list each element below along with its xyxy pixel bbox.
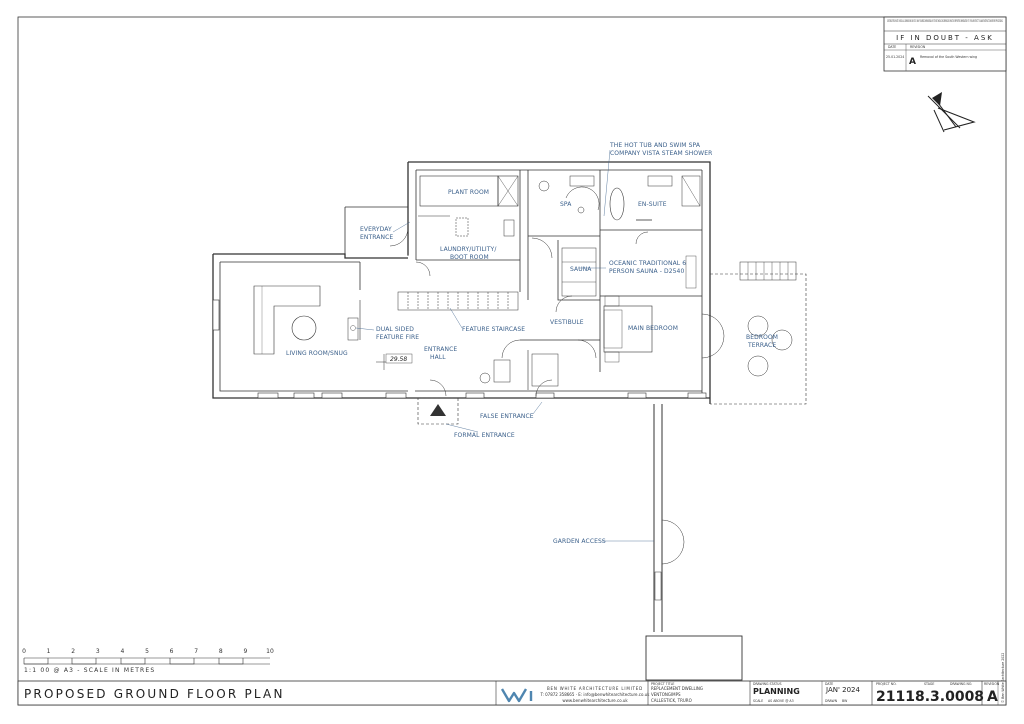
project-line-2: VENTONGIMPS	[651, 692, 681, 697]
rev-letter: A	[909, 57, 916, 67]
label-formal-entrance: FORMAL ENTRANCE	[454, 432, 515, 439]
company-web: www.benwhitearchitecture.co.uk	[562, 698, 628, 703]
scale-tick-label: 0	[22, 648, 26, 655]
north-arrow-icon	[927, 92, 976, 133]
scale-tick-label: 10	[266, 648, 274, 655]
revision-header: REVISION	[984, 682, 1000, 686]
rev-revision-header: REVISION	[910, 45, 926, 49]
scale-bar: 0 1 2 3 4 5 6 7 8 9 10 1:1 00 @ A3 - SCALE IN METR…	[22, 648, 274, 674]
label-laundry: LAUNDRY/UTILITY/ BOOT ROOM	[440, 246, 498, 261]
label-en-suite: EN-SUITE	[638, 201, 667, 208]
leader-lines	[355, 149, 654, 542]
rev-date-header: DATE	[888, 45, 896, 49]
project-header: PROJECT TITLE	[651, 682, 674, 686]
label-entrance-hall: ENTRANCE HALL	[424, 346, 459, 361]
label-spa: SPA	[560, 201, 572, 208]
label-sauna: SAUNA	[570, 266, 592, 273]
level-marker: 29.58	[390, 356, 407, 363]
scale-tick-label: 5	[145, 648, 149, 655]
drawing-no-header: DRAWING NO.	[950, 682, 972, 686]
scale-tick-label: 4	[120, 648, 124, 655]
title-strip: PROPOSED GROUND FLOOR PLAN BEN WHITE ARC…	[17, 653, 1007, 706]
contractor-note: CONTRACTORS MUST CHECK ALL DIMENSIONS ON…	[887, 19, 1003, 23]
scale-tick-label: 2	[71, 648, 75, 655]
scale-tick-label: 9	[243, 648, 247, 655]
drawn-header: DRAWN	[825, 699, 838, 703]
scale-tick-label: 3	[96, 648, 100, 655]
drawing-status: PLANNING	[753, 687, 800, 696]
date-header: DATE	[825, 682, 833, 686]
label-dual-fire: DUAL SIDED FEATURE FIRE	[376, 326, 419, 341]
label-everyday-entrance: EVERYDAY ENTRANCE	[360, 226, 394, 241]
label-hot-tub: THE HOT TUB AND SWIM SPA COMPANY VISTA S…	[609, 142, 712, 157]
label-plant-room: PLANT ROOM	[448, 189, 489, 196]
drawing-title: PROPOSED GROUND FLOOR PLAN	[24, 687, 285, 701]
scale-tick-label: 6	[170, 648, 174, 655]
scale-note: 1:1 00 @ A3 - SCALE IN METRES	[24, 667, 155, 674]
rev-date: 25.01.2024	[886, 55, 904, 59]
label-main-bedroom: MAIN BEDROOM	[628, 325, 678, 332]
label-vestibule: VESTIBULE	[550, 319, 584, 326]
label-bedroom-terrace: BEDROOM TERRACE	[746, 334, 780, 349]
scale-value: AS ABOVE @ A3	[768, 699, 794, 703]
revision-letter: A	[987, 689, 998, 705]
scale-tick-label: 1	[47, 648, 51, 655]
label-garden-access: GARDEN ACCESS	[553, 538, 606, 545]
drawing-number: 21118.3.0008	[876, 689, 984, 705]
project-no-header: PROJECT NO.	[876, 682, 897, 686]
company-name: BEN WHITE ARCHITECTURE LIMITED	[547, 686, 643, 691]
revision-box: CONTRACTORS MUST CHECK ALL DIMENSIONS ON…	[883, 16, 1007, 72]
status-header: DRAWING STATUS	[753, 682, 781, 686]
label-oceanic-sauna: OCEANIC TRADITIONAL 6 PERSON SAUNA - D25…	[609, 260, 688, 275]
project-line-3: CALLESTICK, TRURO	[651, 698, 692, 703]
floor-plan	[212, 161, 807, 681]
motto: IF IN DOUBT - ASK	[896, 34, 994, 42]
label-feature-staircase: FEATURE STAIRCASE	[462, 326, 525, 333]
copyright: © Ben White Architecture 2022	[1001, 653, 1005, 703]
scale-tick-label: 7	[194, 648, 198, 655]
label-false-entrance: FALSE ENTRANCE	[480, 413, 534, 420]
company-contact: T: 07872 358665 · E: info@benwhitearchit…	[539, 692, 650, 697]
scale-header: SCALE	[753, 699, 763, 703]
rev-note: Removal of the South Western wing	[920, 55, 977, 59]
drawn-by: BW	[842, 699, 848, 703]
stage-header: STAGE	[924, 682, 934, 686]
scale-tick-label: 8	[219, 648, 223, 655]
company-logo-icon	[500, 688, 533, 703]
project-line-1: REPLACEMENT DWELLING	[651, 686, 703, 691]
drawing-date: JAN' 2024	[825, 686, 860, 694]
room-labels: THE HOT TUB AND SWIM SPA COMPANY VISTA S…	[286, 142, 780, 545]
label-living-room: LIVING ROOM/SNUG	[286, 350, 348, 357]
